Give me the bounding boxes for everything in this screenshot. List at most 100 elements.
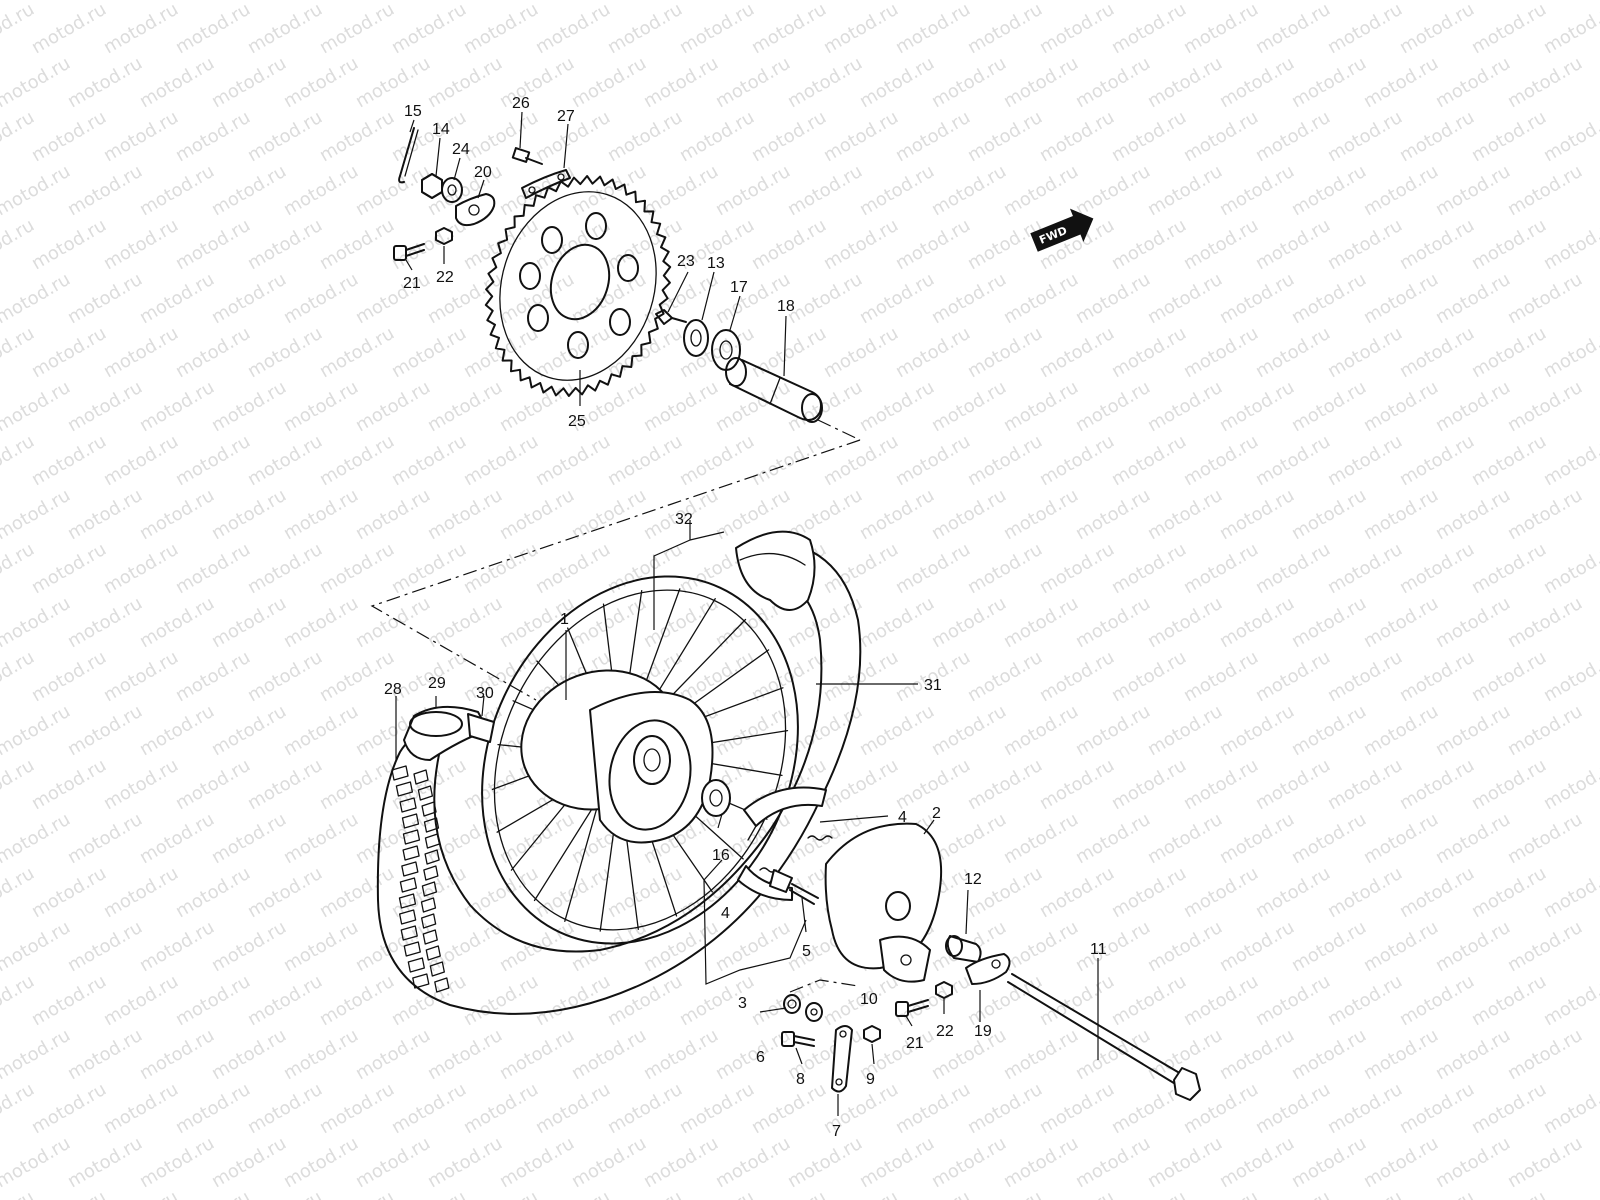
brake-arm-7 xyxy=(831,1025,853,1093)
watermark-text: motod.ru xyxy=(604,215,686,274)
callout-6: 6 xyxy=(756,1049,765,1066)
nut-9 xyxy=(863,1025,881,1043)
watermark-text: motod.ru xyxy=(316,539,398,598)
watermark-text: motod.ru xyxy=(64,1025,146,1084)
watermark-text: motod.ru xyxy=(316,0,398,58)
watermark-text: motod.ru xyxy=(532,215,614,274)
watermark-text: motod.ru xyxy=(388,1079,470,1138)
watermark-text: motod.ru xyxy=(1252,323,1334,382)
watermark-text: motod.ru xyxy=(1180,755,1262,814)
watermark-text: motod.ru xyxy=(64,161,146,220)
watermark-text: motod.ru xyxy=(1468,323,1550,382)
watermark-text: motod.ru xyxy=(1180,863,1262,922)
watermark-text: motod.ru xyxy=(1432,701,1514,760)
watermark-text: motod.ru xyxy=(928,0,1010,4)
watermark-text: motod.ru xyxy=(1396,215,1478,274)
callout-23: 23 xyxy=(677,253,695,270)
hub-axle-bore xyxy=(633,735,671,785)
tread-block xyxy=(413,769,429,785)
watermark-text: motod.ru xyxy=(1000,701,1082,760)
watermark-text: motod.ru xyxy=(1396,971,1478,1030)
callout-12: 12 xyxy=(964,871,982,888)
watermark-text: motod.ru xyxy=(1036,1079,1118,1138)
watermark-text: motod.ru xyxy=(0,701,74,760)
callout-22-bottom: 22 xyxy=(936,1023,954,1040)
watermark-text: motod.ru xyxy=(856,269,938,328)
tread-block xyxy=(434,977,450,993)
watermark-text: motod.ru xyxy=(1540,107,1600,166)
watermark-text: motod.ru xyxy=(532,1079,614,1138)
watermark-text: motod.ru xyxy=(1360,485,1442,544)
bearing-16 xyxy=(701,779,731,817)
watermark-text: motod.ru xyxy=(1180,323,1262,382)
watermark-text: motod.ru xyxy=(460,539,542,598)
watermark-text: motod.ru xyxy=(964,539,1046,598)
watermark-text: motod.ru xyxy=(136,1025,218,1084)
tread-block xyxy=(429,961,445,977)
watermark-text: motod.ru xyxy=(1252,647,1334,706)
watermark-text: motod.ru xyxy=(1216,809,1298,868)
watermark-text: motod.ru xyxy=(568,161,650,220)
watermark-text: motod.ru xyxy=(712,377,794,436)
sprocket-inner-rim xyxy=(499,191,657,381)
watermark-text: motod.ru xyxy=(136,377,218,436)
watermark-text: motod.ru xyxy=(1108,323,1190,382)
watermark-text: motod.ru xyxy=(280,1025,362,1084)
watermark-text: motod.ru xyxy=(172,755,254,814)
watermark-text: motod.ru xyxy=(388,431,470,490)
watermark-text: motod.ru xyxy=(28,215,110,274)
watermark-text: motod.ru xyxy=(856,593,938,652)
watermark-text: motod.ru xyxy=(1072,701,1154,760)
watermark-text: motod.ru xyxy=(28,539,110,598)
watermark-text: motod.ru xyxy=(640,0,722,4)
watermark-text: motod.ru xyxy=(784,1133,866,1192)
lock-plate-27 xyxy=(521,169,571,199)
watermark-text: motod.ru xyxy=(100,431,182,490)
watermark-text: motod.ru xyxy=(856,53,938,112)
watermark-text: motod.ru xyxy=(1432,53,1514,112)
tread-block xyxy=(399,797,417,813)
rear-sprocket xyxy=(484,175,672,397)
watermark-text: motod.ru xyxy=(1108,539,1190,598)
watermark-text: motod.ru xyxy=(244,647,326,706)
watermark-text: motod.ru xyxy=(496,53,578,112)
watermark-text: motod.ru xyxy=(928,485,1010,544)
watermark-text: motod.ru xyxy=(316,863,398,922)
watermark-text: motod.ru xyxy=(1396,863,1478,922)
watermark-text: motod.ru xyxy=(1216,485,1298,544)
sprocket-lightening-hole xyxy=(585,212,607,240)
callout-13: 13 xyxy=(707,255,725,272)
watermark-text: motod.ru xyxy=(0,485,74,544)
watermark-text: motod.ru xyxy=(388,323,470,382)
watermark-text: motod.ru xyxy=(28,323,110,382)
watermark-text: motod.ru xyxy=(1504,593,1586,652)
rear-wheel xyxy=(376,530,862,1015)
watermark-text: motod.ru xyxy=(1324,323,1406,382)
brake-panel-2 xyxy=(824,822,943,983)
watermark-text: motod.ru xyxy=(1324,971,1406,1030)
watermark-text: motod.ru xyxy=(1288,53,1370,112)
watermark-text: motod.ru xyxy=(136,809,218,868)
watermark-text: motod.ru xyxy=(928,1133,1010,1192)
watermark-text: motod.ru xyxy=(172,863,254,922)
watermark-text: motod.ru xyxy=(208,701,290,760)
tread-block xyxy=(425,945,441,961)
watermark-text: motod.ru xyxy=(748,1187,830,1200)
watermark-text: motod.ru xyxy=(64,917,146,976)
watermark-text: motod.ru xyxy=(1468,647,1550,706)
brake-shoe-lower xyxy=(737,865,793,901)
watermark-text: motod.ru xyxy=(1108,0,1190,58)
cir-clip-6 xyxy=(783,994,801,1014)
watermark-text: motod.ru xyxy=(316,971,398,1030)
watermark-text: motod.ru xyxy=(1360,53,1442,112)
watermark-text: motod.ru xyxy=(964,755,1046,814)
watermark-text: motod.ru xyxy=(1396,431,1478,490)
watermark-text: motod.ru xyxy=(964,1079,1046,1138)
callout-26: 26 xyxy=(512,95,530,112)
brake-cam-5 xyxy=(769,869,819,905)
watermark-text: motod.ru xyxy=(460,107,542,166)
watermark-text: motod.ru xyxy=(964,323,1046,382)
bolt-21-bottom xyxy=(895,999,929,1017)
watermark-text: motod.ru xyxy=(244,431,326,490)
watermark-text: motod.ru xyxy=(460,431,542,490)
